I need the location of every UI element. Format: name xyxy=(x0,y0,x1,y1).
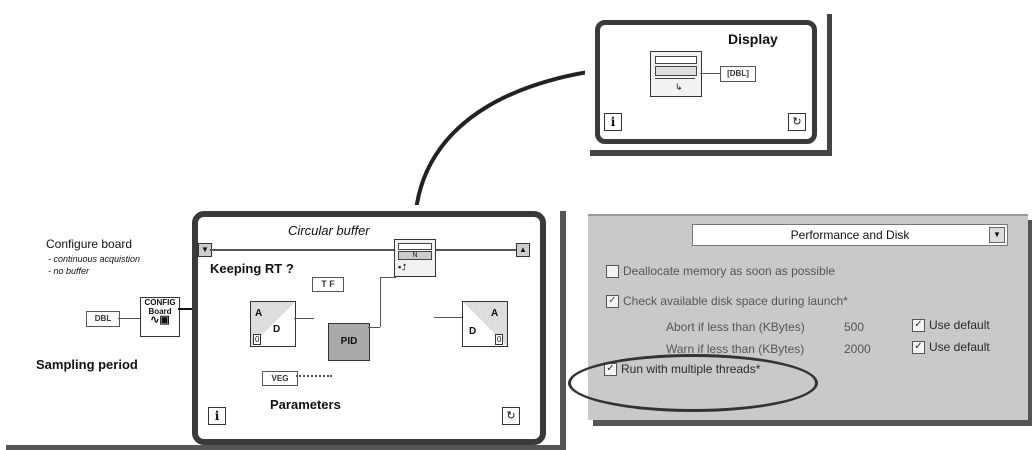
abort-value[interactable]: 500 xyxy=(844,320,865,334)
abort-label: Abort if less than (KBytes) xyxy=(666,320,805,334)
return-arrow-icon: ↳ xyxy=(675,82,683,92)
pid-node[interactable]: PID xyxy=(328,323,370,361)
config-wire xyxy=(178,308,198,310)
da-letter-d: D xyxy=(469,326,477,337)
keeping-rt-label: Keeping RT ? xyxy=(210,261,294,276)
board-vi-text: Board xyxy=(148,307,172,316)
warn-value[interactable]: 2000 xyxy=(844,342,871,356)
main-loop-condition-icon[interactable]: ↻ xyxy=(502,407,520,425)
warn-use-default[interactable]: ✓ Use default xyxy=(912,340,990,355)
waveform-icon: ∿▣ xyxy=(150,314,170,326)
display-wire xyxy=(700,73,720,74)
shift-register-right[interactable]: ▲ xyxy=(516,243,530,257)
check-disk-option[interactable]: ✓ Check available disk space during launc… xyxy=(606,294,848,309)
category-select[interactable]: Performance and Disk ▼ xyxy=(692,224,1008,246)
tf-terminal[interactable]: T F xyxy=(312,277,344,292)
options-dialog-panel: Performance and Disk ▼ Deallocate memory… xyxy=(568,214,1028,420)
abort-use-default-checkbox[interactable]: ✓ xyxy=(912,319,925,333)
ad-letter-d: D xyxy=(273,324,281,335)
config-board-vi[interactable]: CONFIG Board ∿▣ xyxy=(140,297,180,337)
abort-use-default[interactable]: ✓ Use default xyxy=(912,318,990,333)
dbl-wire xyxy=(118,318,140,319)
dbl-indicator[interactable]: [DBL] xyxy=(720,66,756,82)
ad-to-pid-wire xyxy=(294,318,314,319)
parameters-label: Parameters xyxy=(270,397,341,412)
config-vi-text: CONFIG xyxy=(144,298,176,307)
config-note-no-buffer: - no buffer xyxy=(48,266,90,276)
iteration-terminal: i xyxy=(604,113,622,131)
dealloc-label: Deallocate memory as soon as possible xyxy=(623,264,836,278)
buffer-read-node[interactable]: ↳ xyxy=(650,51,702,97)
dealloc-option[interactable]: Deallocate memory as soon as possible xyxy=(606,264,836,279)
display-while-loop: Display ↳ [DBL] i ↻ xyxy=(595,20,817,144)
abort-use-default-label: Use default xyxy=(929,318,990,332)
config-note-continuous: - continuous acquistion xyxy=(48,254,141,264)
loop-condition-icon[interactable]: ↻ xyxy=(788,113,806,131)
ad-letter-a: A xyxy=(255,308,263,319)
parameters-constant[interactable]: VEG xyxy=(262,371,298,386)
main-while-loop: Circular buffer ▼ ▲ N ▪⮥ Keeping RT ? T … xyxy=(192,211,546,445)
buffer-write-icon: ▪⮥ xyxy=(398,262,407,272)
check-disk-label: Check available disk space during launch… xyxy=(623,294,848,308)
dbl-constant[interactable]: DBL xyxy=(86,311,120,327)
circular-buffer-label: Circular buffer xyxy=(288,223,370,238)
da-converter-node[interactable]: A D 0 xyxy=(462,301,508,347)
chevron-down-icon[interactable]: ▼ xyxy=(989,227,1005,243)
main-diagram-panel: Configure board - continuous acquistion … xyxy=(0,205,560,445)
warn-use-default-checkbox[interactable]: ✓ xyxy=(912,341,925,355)
warn-label: Warn if less than (KBytes) xyxy=(666,342,805,356)
display-title: Display xyxy=(728,31,778,47)
ad-converter-node[interactable]: A D 0 xyxy=(250,301,296,347)
check-disk-checkbox[interactable]: ✓ xyxy=(606,295,619,309)
sampling-period-label: Sampling period xyxy=(36,357,138,372)
dealloc-checkbox[interactable] xyxy=(606,265,619,279)
pid-to-buffer-wire xyxy=(380,277,396,278)
category-select-value: Performance and Disk xyxy=(790,228,910,242)
shift-register-wire xyxy=(210,249,516,251)
parameters-wire xyxy=(296,375,332,378)
buffer-write-node[interactable]: N ▪⮥ xyxy=(394,239,436,277)
ad-channel: 0 xyxy=(253,334,262,345)
da-letter-a: A xyxy=(491,308,499,319)
to-da-wire xyxy=(434,317,462,318)
pid-up-wire xyxy=(380,277,381,327)
configure-board-label: Configure board xyxy=(46,237,133,251)
pid-out-wire xyxy=(368,327,380,328)
warn-use-default-label: Use default xyxy=(929,340,990,354)
multithread-highlight-ellipse xyxy=(568,354,818,412)
display-panel: Display ↳ [DBL] i ↻ xyxy=(585,8,827,150)
main-iteration-terminal: i xyxy=(208,407,226,425)
da-channel: 0 xyxy=(495,334,504,345)
